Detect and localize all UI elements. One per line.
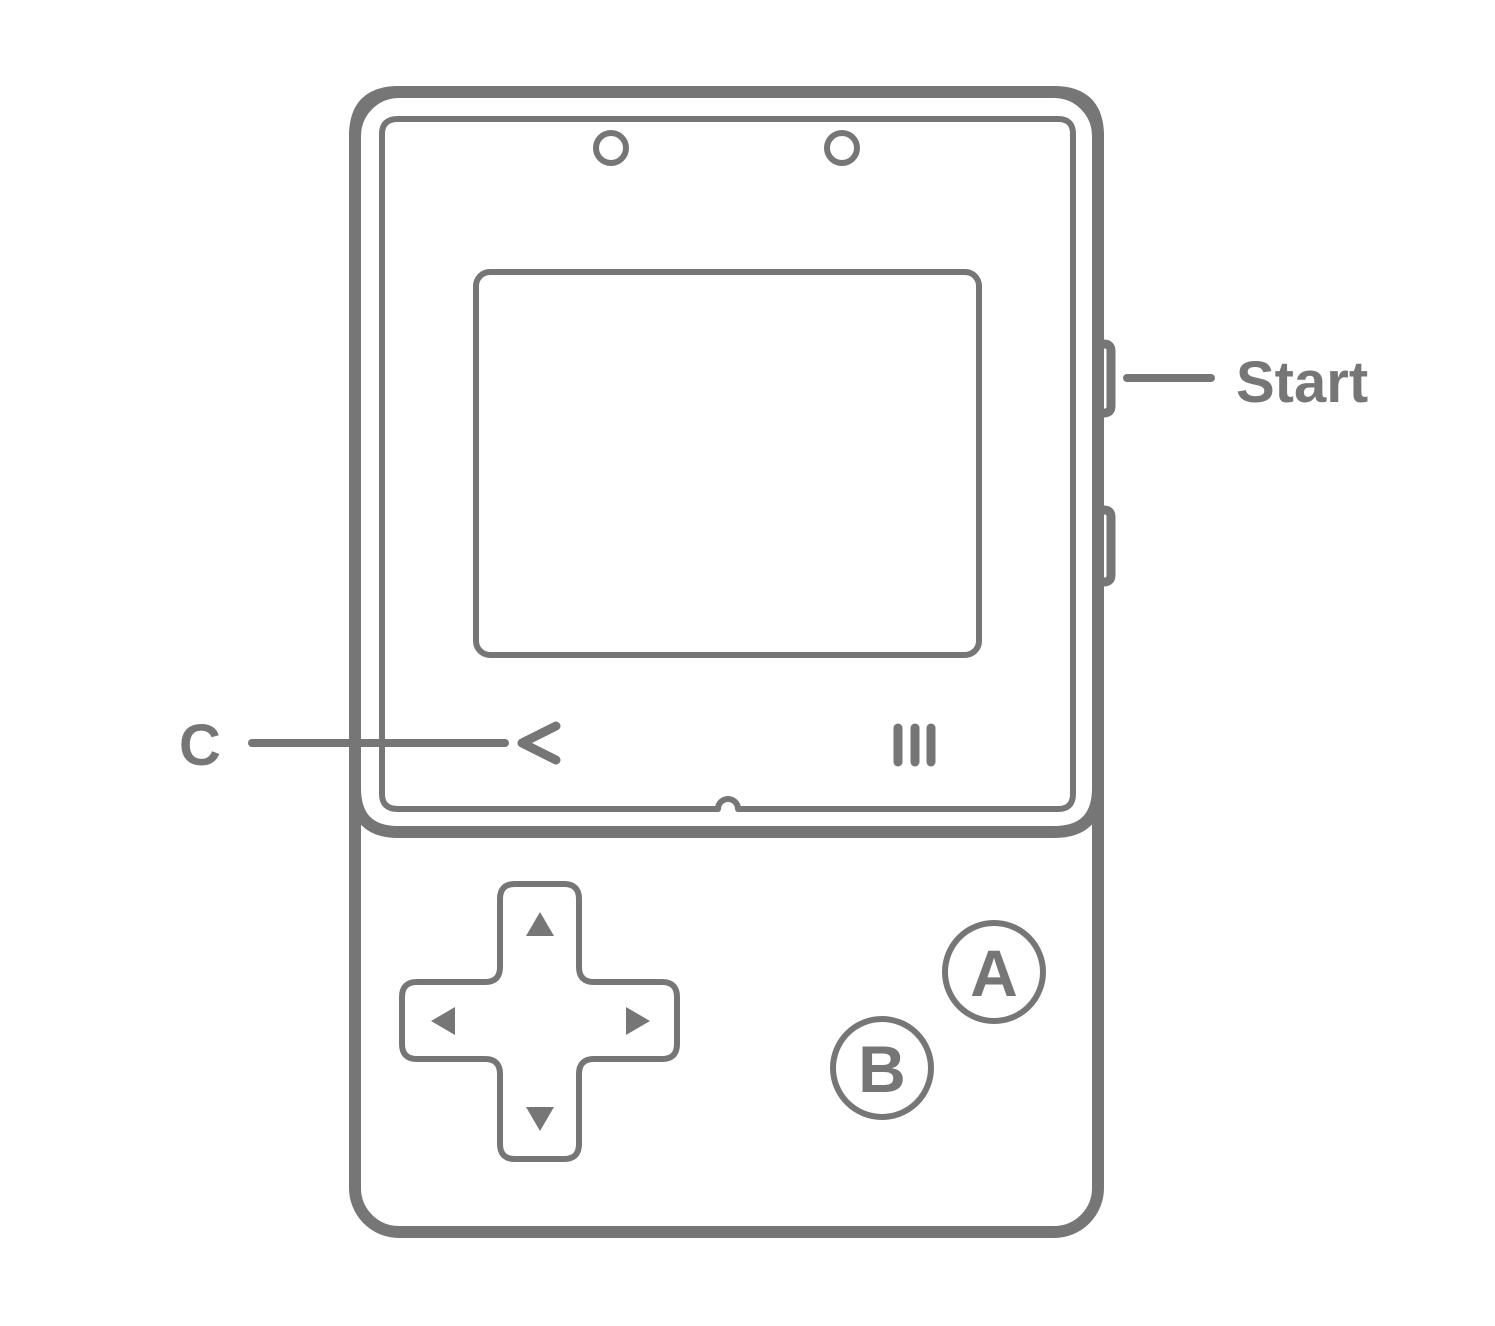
a-button[interactable]: A	[942, 920, 1046, 1024]
side-button-start[interactable]	[1093, 339, 1116, 418]
c-label: C	[179, 713, 221, 778]
dpad[interactable]	[399, 881, 680, 1162]
triangle-up-icon	[526, 912, 554, 936]
b-button-label: B	[858, 1032, 906, 1106]
b-button[interactable]: B	[830, 1016, 934, 1120]
menu-bars-icon[interactable]	[893, 723, 936, 767]
screen	[473, 269, 982, 658]
triangle-down-icon	[526, 1107, 554, 1131]
top-hole-right	[824, 130, 860, 166]
side-button-lower[interactable]	[1093, 505, 1116, 587]
upper-panel	[349, 86, 1104, 838]
back-chevron-icon[interactable]	[517, 721, 561, 765]
start-label: Start	[1236, 350, 1368, 415]
inner-panel-outline	[379, 116, 1076, 812]
triangle-right-icon	[626, 1007, 650, 1035]
top-hole-left	[593, 130, 629, 166]
a-button-label: A	[970, 936, 1018, 1010]
triangle-left-icon	[431, 1007, 455, 1035]
